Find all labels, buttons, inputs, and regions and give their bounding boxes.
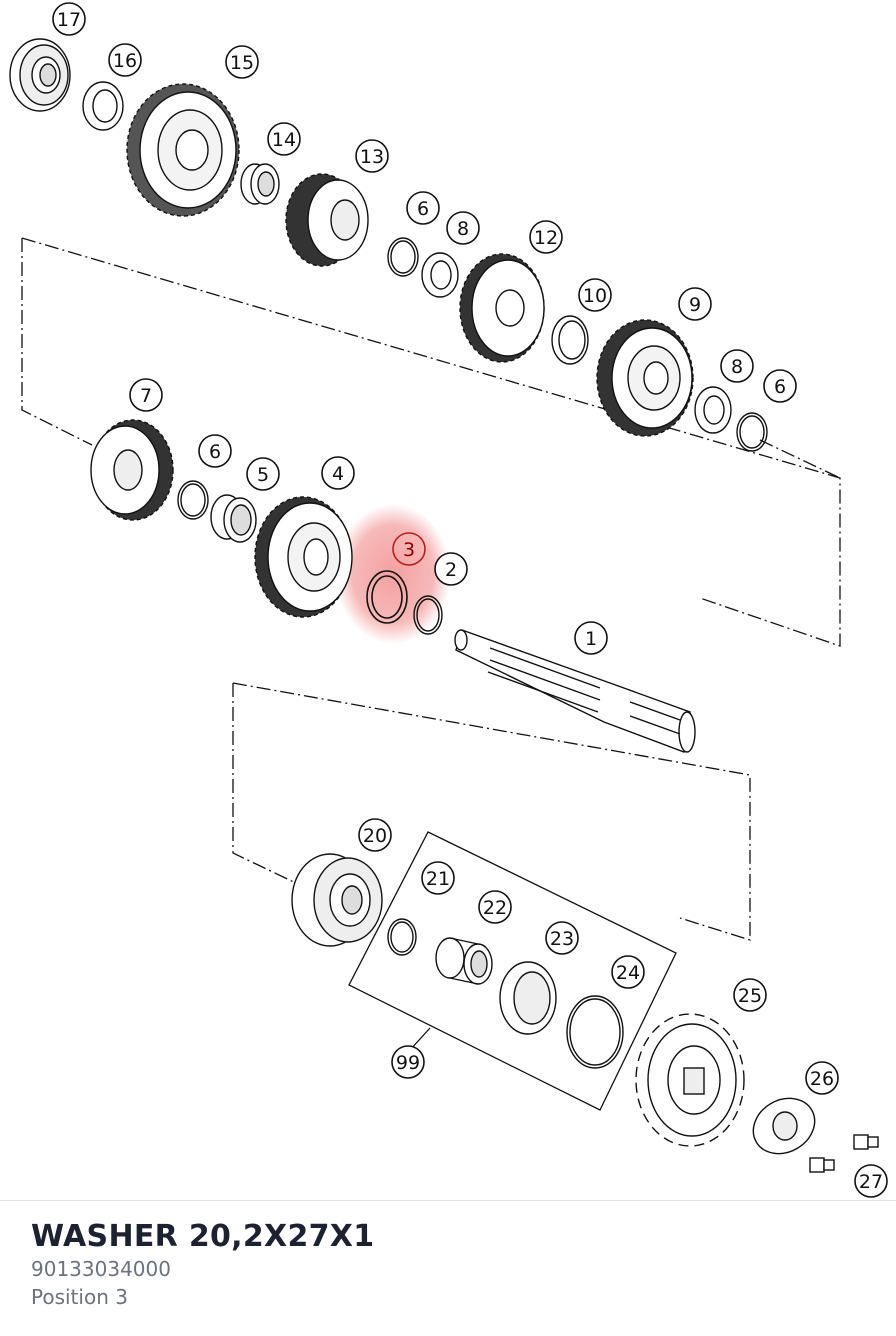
part-8-lock-washer[interactable] bbox=[694, 386, 732, 434]
part-27-bolt[interactable] bbox=[853, 1134, 879, 1150]
part-name: WASHER 20,2X27X1 bbox=[31, 1219, 375, 1254]
callout-8-label: 8 bbox=[457, 218, 469, 240]
callout-21[interactable]: 21 bbox=[421, 861, 455, 895]
callout-3-label: 3 bbox=[403, 539, 415, 561]
part-number: 90133034000 bbox=[31, 1257, 171, 1281]
callout-15-label: 15 bbox=[230, 52, 254, 74]
assembly-frame-upper bbox=[21, 237, 841, 647]
part-14-bushing[interactable] bbox=[240, 163, 280, 205]
callout-15[interactable]: 15 bbox=[225, 45, 259, 79]
callout-20-label: 20 bbox=[363, 825, 387, 847]
callout-25-label: 25 bbox=[738, 985, 762, 1007]
callout-25[interactable]: 25 bbox=[733, 978, 767, 1012]
callout-22[interactable]: 22 bbox=[478, 890, 512, 924]
part-2-circlip[interactable] bbox=[413, 595, 443, 635]
callout-7[interactable]: 7 bbox=[129, 378, 163, 412]
callout-8[interactable]: 8 bbox=[446, 211, 480, 245]
callout-23[interactable]: 23 bbox=[545, 921, 579, 955]
part-20-bearing[interactable] bbox=[291, 853, 383, 947]
part-1-shaft[interactable] bbox=[454, 629, 696, 753]
part-24-circlip[interactable] bbox=[566, 995, 624, 1069]
callout-13[interactable]: 13 bbox=[355, 139, 389, 173]
callout-20[interactable]: 20 bbox=[358, 818, 392, 852]
callout-27[interactable]: 27 bbox=[854, 1164, 888, 1198]
callout-5-label: 5 bbox=[257, 464, 269, 486]
part-info-footer: WASHER 20,2X27X1 90133034000 Position 3 bbox=[0, 1200, 896, 1336]
callout-1[interactable]: 1 bbox=[574, 621, 608, 655]
part-27-bolt[interactable] bbox=[809, 1157, 835, 1173]
callout-21-label: 21 bbox=[426, 868, 450, 890]
part-position: Position 3 bbox=[31, 1285, 128, 1309]
callout-24-label: 24 bbox=[616, 962, 640, 984]
part-6-circlip[interactable] bbox=[736, 412, 768, 452]
callout-99-label: 99 bbox=[396, 1052, 420, 1074]
callout-12-label: 12 bbox=[534, 227, 558, 249]
part-12-gear[interactable] bbox=[459, 253, 545, 363]
callout-6[interactable]: 6 bbox=[198, 434, 232, 468]
callout-3-selected[interactable]: 3 bbox=[392, 532, 426, 566]
assembly-frame-lower bbox=[232, 682, 751, 941]
callout-6[interactable]: 6 bbox=[406, 191, 440, 225]
exploded-parts-diagram: 17 16 15 14 13 6 8 12 10 9 8 6 bbox=[9, 2, 888, 1198]
callout-27-label: 27 bbox=[859, 1171, 883, 1193]
callout-26[interactable]: 26 bbox=[805, 1061, 839, 1095]
callout-17-label: 17 bbox=[57, 9, 81, 31]
part-6-circlip[interactable] bbox=[177, 480, 209, 520]
callout-10-label: 10 bbox=[583, 285, 607, 307]
callout-14-label: 14 bbox=[272, 129, 296, 151]
part-7-gear[interactable] bbox=[90, 419, 174, 521]
part-17-bearing[interactable] bbox=[9, 38, 71, 112]
part-3-washer[interactable] bbox=[366, 570, 408, 624]
part-13-gear[interactable] bbox=[285, 173, 369, 267]
callout-23-label: 23 bbox=[550, 928, 574, 950]
callout-17[interactable]: 17 bbox=[52, 2, 86, 36]
part-15-gear[interactable] bbox=[126, 83, 240, 217]
callout-1-label: 1 bbox=[585, 628, 597, 650]
part-21-o-ring[interactable] bbox=[387, 918, 417, 956]
part-8-lock-washer[interactable] bbox=[421, 252, 459, 298]
part-23-seal[interactable] bbox=[499, 961, 557, 1035]
selection-highlight bbox=[335, 504, 451, 644]
part-4-gear[interactable] bbox=[254, 496, 353, 618]
callout-16-label: 16 bbox=[113, 50, 137, 72]
part-10-washer[interactable] bbox=[551, 315, 589, 365]
callout-12[interactable]: 12 bbox=[529, 220, 563, 254]
callout-9-label: 9 bbox=[689, 294, 701, 316]
callout-10[interactable]: 10 bbox=[578, 278, 612, 312]
callout-13-label: 13 bbox=[360, 146, 384, 168]
callout-99[interactable]: 99 bbox=[391, 1045, 425, 1079]
callout-9[interactable]: 9 bbox=[678, 287, 712, 321]
callout-6-label: 6 bbox=[417, 198, 429, 220]
part-5-bushing[interactable] bbox=[210, 494, 257, 543]
callout-6-label: 6 bbox=[209, 441, 221, 463]
callout-2[interactable]: 2 bbox=[434, 552, 468, 586]
callout-14[interactable]: 14 bbox=[267, 122, 301, 156]
part-22-bushing[interactable] bbox=[435, 937, 493, 985]
callout-6-label: 6 bbox=[774, 376, 786, 398]
callout-2-label: 2 bbox=[445, 559, 457, 581]
part-9-gear[interactable] bbox=[596, 319, 694, 437]
callout-16[interactable]: 16 bbox=[108, 43, 142, 77]
callout-5[interactable]: 5 bbox=[246, 457, 280, 491]
callout-4-label: 4 bbox=[332, 463, 344, 485]
callout-7-label: 7 bbox=[140, 385, 152, 407]
callout-8[interactable]: 8 bbox=[720, 349, 754, 383]
callout-22-label: 22 bbox=[483, 897, 507, 919]
callout-24[interactable]: 24 bbox=[611, 955, 645, 989]
callout-26-label: 26 bbox=[810, 1068, 834, 1090]
part-25-sprocket[interactable] bbox=[635, 1013, 745, 1147]
callout-8-label: 8 bbox=[731, 356, 743, 378]
part-16-washer[interactable] bbox=[82, 81, 124, 131]
part-6-circlip[interactable] bbox=[387, 237, 419, 277]
callout-4[interactable]: 4 bbox=[321, 456, 355, 490]
part-26-retainer-plate[interactable] bbox=[743, 1087, 824, 1164]
callout-6[interactable]: 6 bbox=[763, 369, 797, 403]
